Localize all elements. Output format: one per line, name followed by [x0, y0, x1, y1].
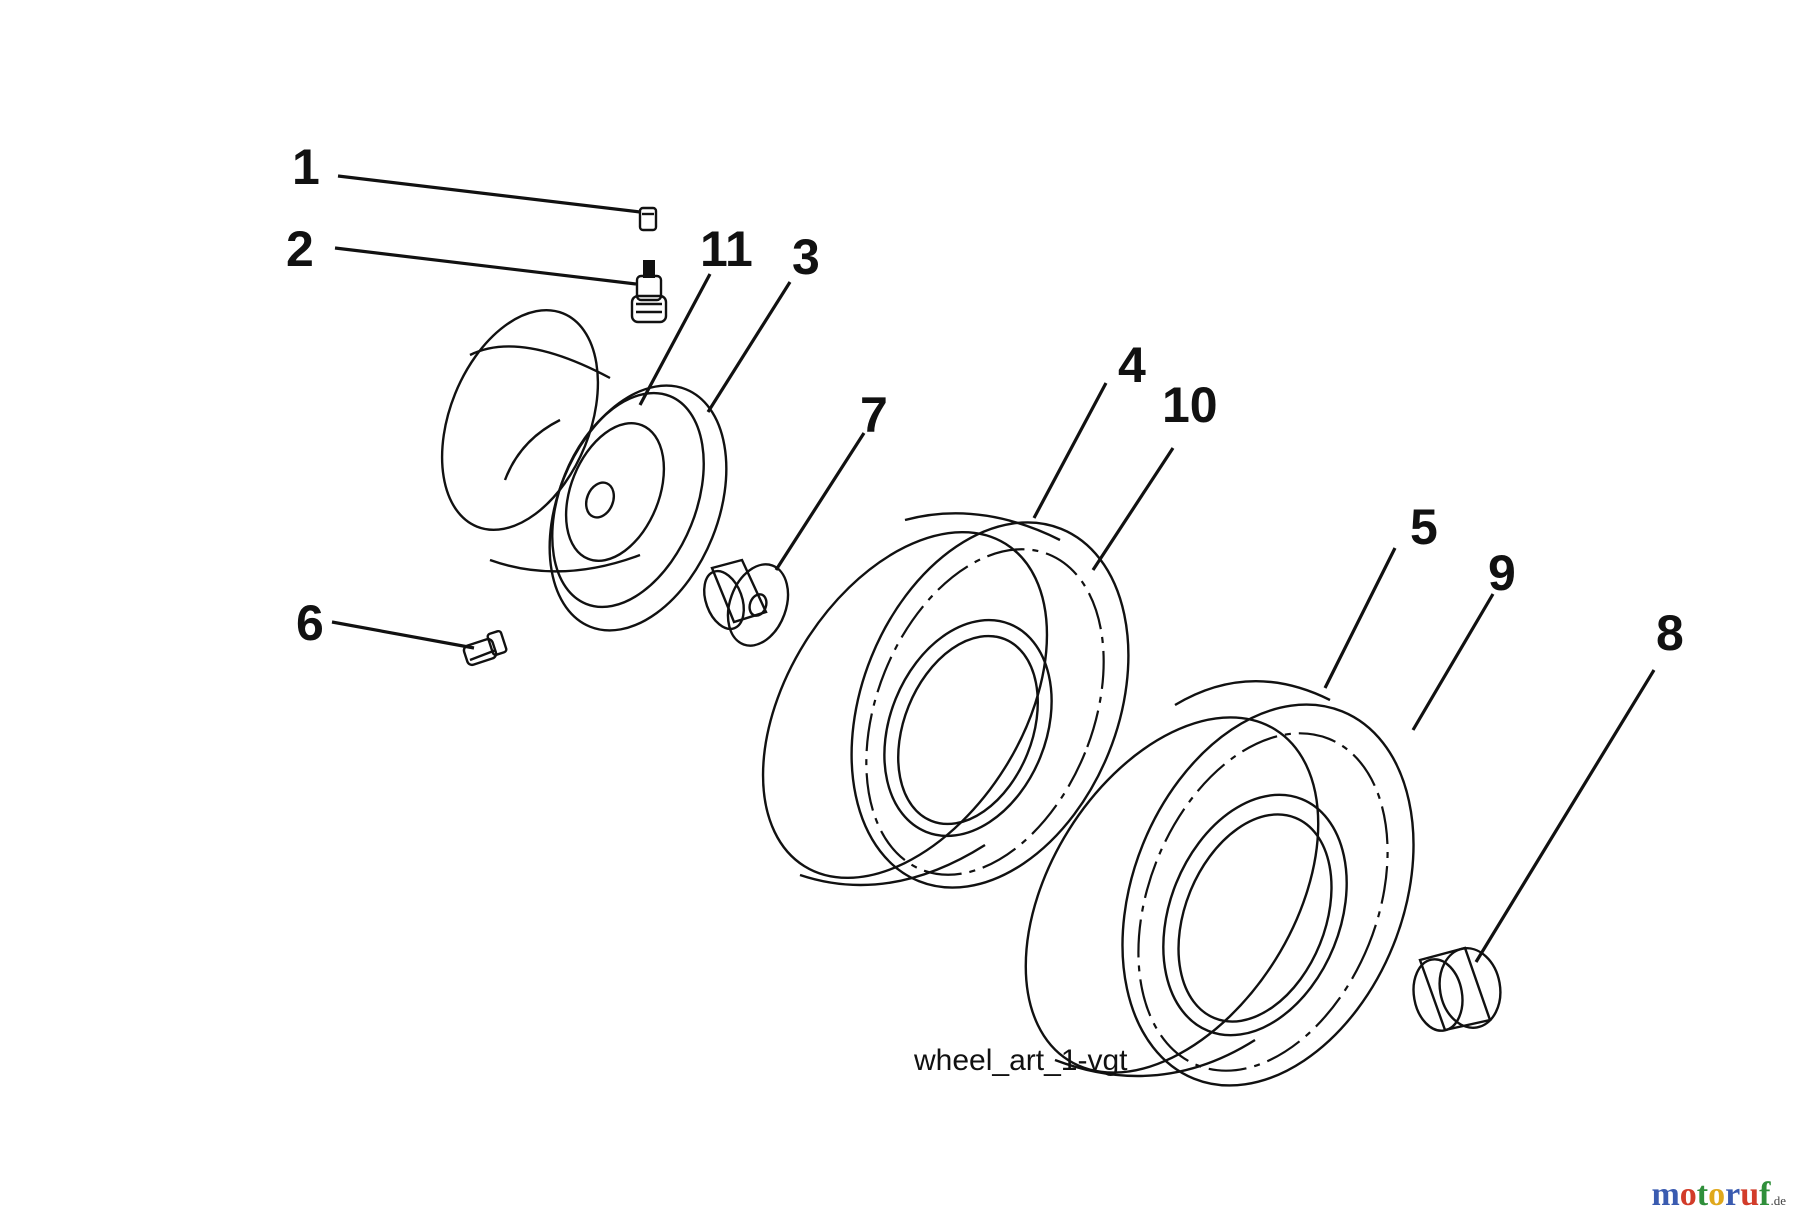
watermark-letter: o [1708, 1176, 1726, 1213]
watermark-letter: o [1679, 1176, 1697, 1213]
leader-5 [1323, 547, 1397, 689]
leader-8 [1474, 669, 1656, 963]
watermark-tld: .de [1770, 1193, 1786, 1208]
callout-6: 6 [296, 595, 324, 651]
callout-9: 9 [1488, 545, 1516, 601]
callout-10: 10 [1162, 377, 1218, 433]
watermark-letter: f [1759, 1176, 1771, 1213]
leader-11 [638, 273, 712, 406]
leader-4 [1032, 382, 1108, 519]
part-5-tire [1024, 680, 1415, 1087]
watermark-letter: u [1740, 1176, 1760, 1213]
part-8-hub-cap [1412, 946, 1502, 1032]
watermark-letter: m [1651, 1176, 1680, 1213]
watermark-letter: t [1696, 1176, 1709, 1213]
part-1-valve-cap [638, 206, 658, 232]
watermark-logo: motoruf.de [1651, 1176, 1786, 1214]
leader-7 [774, 432, 866, 571]
callout-3: 3 [792, 229, 820, 285]
callout-11: 11 [700, 221, 753, 277]
callout-7: 7 [860, 387, 888, 443]
leader-lines [331, 174, 1656, 963]
watermark-letter: r [1725, 1176, 1741, 1213]
diagram-caption: wheel_art_1-vgt [913, 1044, 1128, 1077]
callout-1: 1 [292, 139, 320, 195]
callout-5: 5 [1410, 499, 1438, 555]
leader-9 [1411, 593, 1495, 731]
leader-6 [331, 620, 475, 650]
callout-2: 2 [286, 221, 314, 277]
leader-10 [1091, 447, 1175, 571]
callout-8: 8 [1656, 605, 1684, 661]
leader-1 [337, 174, 641, 214]
part-7-spacer [703, 558, 790, 647]
callout-4: 4 [1118, 337, 1146, 393]
part-3-rim [440, 308, 728, 632]
part-2-valve-stem [630, 260, 668, 324]
leader-2 [334, 246, 637, 286]
part-6-bolt [462, 629, 508, 667]
part-4-tire [761, 512, 1130, 889]
leader-3 [706, 281, 792, 413]
